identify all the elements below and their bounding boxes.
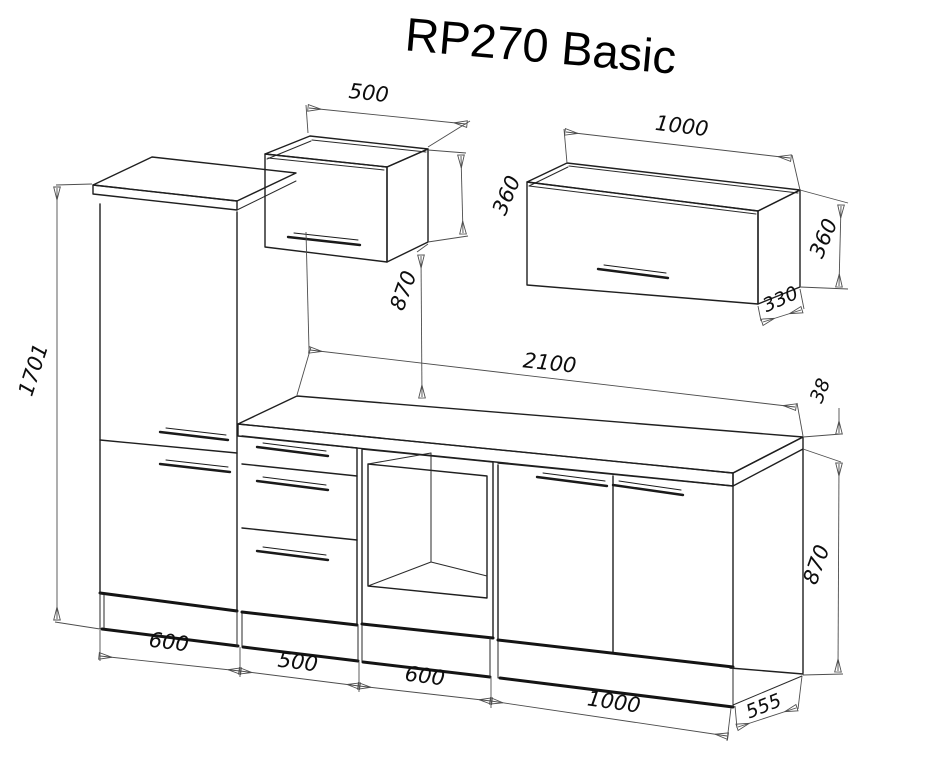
tall-cabinet-lower-door-handle — [158, 459, 232, 474]
dim-label-doors-width: 1000 — [586, 686, 642, 717]
dim-line-wall-small-height — [457, 154, 467, 235]
double-door-unit — [496, 448, 804, 709]
drawer-unit — [240, 435, 363, 663]
dim-label-wall-large-width: 1000 — [654, 111, 710, 141]
tall-cabinet-plinth — [100, 627, 240, 648]
wall-cabinet-small-handle — [286, 232, 362, 247]
dim-label-tall-width: 600 — [147, 628, 190, 657]
dim-line-wall-large-height — [835, 204, 845, 288]
dim-label-drawer-width: 500 — [276, 648, 319, 677]
dim-label-wall-small-height: 360 — [488, 172, 526, 218]
dim-line-wall-large-depth — [760, 305, 804, 327]
dim-line-gap-to-worktop — [417, 254, 426, 399]
wall-cabinet-small-front — [264, 153, 388, 263]
wall-cabinet-small — [264, 135, 429, 263]
dim-label-tall-height: 1701 — [14, 341, 53, 399]
dim-line-base-height — [834, 462, 843, 673]
dimension-annotations — [53, 103, 849, 742]
dim-line-base-depth — [735, 703, 799, 732]
dim-label-worktop-length: 2100 — [522, 348, 578, 377]
dim-label-base-height: 870 — [798, 542, 834, 588]
worktop-end-face — [732, 436, 804, 487]
dim-line-tall-width — [98, 651, 242, 676]
dim-line-wall-large-width — [564, 127, 792, 163]
dim-line-worktop-length — [308, 345, 797, 412]
dim-label-wall-small-width: 500 — [348, 79, 390, 107]
right-door-handle — [611, 480, 685, 497]
dim-label-wall-large-height: 360 — [805, 215, 843, 261]
wall-cabinet-small-side — [386, 148, 429, 263]
dim-line-doors-width — [488, 696, 730, 741]
dim-line-wall-small-width — [307, 103, 468, 129]
dim-line-oven-width — [357, 681, 493, 706]
drawing-title: RP270 Basic — [403, 7, 678, 83]
drawer-handle-bottom — [255, 546, 330, 562]
left-door-handle — [535, 472, 609, 488]
drawer-handle-middle — [255, 476, 330, 492]
dim-label-oven-width: 600 — [403, 662, 446, 691]
tall-cabinet — [92, 156, 297, 648]
drawer-handle-top — [255, 442, 330, 458]
oven-cavity-opening — [367, 463, 488, 599]
dim-label-worktop-thickness: 38 — [806, 375, 835, 406]
oven-unit-plinth — [361, 660, 492, 679]
tall-cabinet-worktop-front — [92, 184, 238, 211]
wall-cabinet-large-handle — [596, 264, 670, 280]
dim-line-drawer-width — [238, 666, 361, 691]
tall-cabinet-upper-door-handle — [158, 427, 230, 442]
drawer-unit-plinth — [241, 645, 360, 663]
worktop-top-face — [237, 395, 804, 474]
tall-cabinet-door-split — [99, 439, 238, 454]
wall-cabinet-large — [526, 162, 801, 305]
dim-label-gap-to-worktop: 870 — [385, 268, 421, 314]
oven-housing-unit — [360, 448, 499, 679]
